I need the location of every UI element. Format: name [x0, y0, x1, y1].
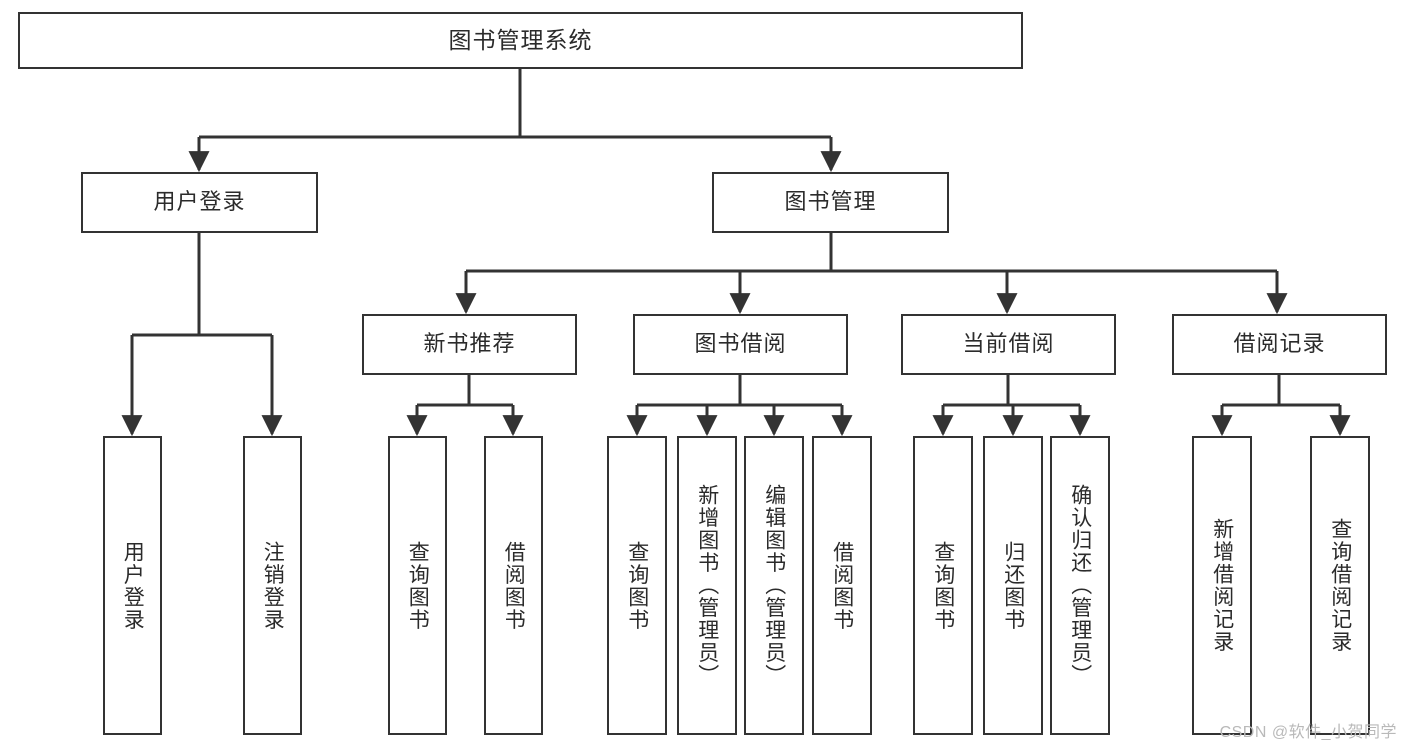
leaf-current-borrow-confirm-return-admin[interactable]: 确认归还（管理员） — [1050, 436, 1110, 735]
node-label: 图书管理系统 — [448, 26, 593, 53]
node-label: 借阅记录 — [1233, 331, 1326, 357]
node-book-management[interactable]: 图书管理 — [712, 172, 949, 233]
watermark-text: CSDN @软件_小贺同学 — [1219, 724, 1397, 741]
node-user-login[interactable]: 用户登录 — [81, 172, 318, 233]
node-label: 编辑图书（管理员） — [762, 484, 786, 687]
node-label: 新增图书（管理员） — [695, 484, 719, 687]
node-label: 图书管理 — [784, 189, 877, 215]
node-borrow-record[interactable]: 借阅记录 — [1172, 314, 1387, 375]
leaf-borrow-record-query-record[interactable]: 查询借阅记录 — [1310, 436, 1370, 735]
node-label: 用户登录 — [121, 540, 145, 631]
leaf-book-borrow-edit-book-admin[interactable]: 编辑图书（管理员） — [744, 436, 804, 735]
node-label: 归还图书 — [1001, 540, 1025, 631]
node-new-book-recommend[interactable]: 新书推荐 — [362, 314, 577, 375]
node-label: 查询图书 — [931, 540, 955, 631]
node-label: 借阅图书 — [502, 540, 526, 631]
node-label: 图书借阅 — [694, 331, 787, 357]
leaf-current-borrow-query-books[interactable]: 查询图书 — [913, 436, 973, 735]
node-label: 新增借阅记录 — [1210, 518, 1234, 653]
node-label: 查询借阅记录 — [1328, 518, 1352, 653]
node-label: 用户登录 — [153, 189, 246, 215]
node-book-borrow[interactable]: 图书借阅 — [633, 314, 848, 375]
node-label: 注销登录 — [261, 540, 285, 631]
leaf-book-borrow-add-book-admin[interactable]: 新增图书（管理员） — [677, 436, 737, 735]
leaf-user-login-signin[interactable]: 用户登录 — [103, 436, 162, 735]
leaf-book-borrow-borrow-books[interactable]: 借阅图书 — [812, 436, 872, 735]
leaf-new-book-borrow-books[interactable]: 借阅图书 — [484, 436, 543, 735]
node-label: 当前借阅 — [962, 331, 1055, 357]
node-label: 确认归还（管理员） — [1068, 484, 1092, 687]
leaf-book-borrow-query-books[interactable]: 查询图书 — [607, 436, 667, 735]
node-label: 查询图书 — [406, 540, 430, 631]
node-label: 查询图书 — [625, 540, 649, 631]
node-current-borrow[interactable]: 当前借阅 — [901, 314, 1116, 375]
leaf-borrow-record-add-record[interactable]: 新增借阅记录 — [1192, 436, 1252, 735]
node-label: 新书推荐 — [423, 331, 516, 357]
leaf-user-login-signout[interactable]: 注销登录 — [243, 436, 302, 735]
leaf-current-borrow-return-books[interactable]: 归还图书 — [983, 436, 1043, 735]
leaf-new-book-query-books[interactable]: 查询图书 — [388, 436, 447, 735]
node-root-book-management-system[interactable]: 图书管理系统 — [18, 12, 1023, 69]
node-label: 借阅图书 — [830, 540, 854, 631]
